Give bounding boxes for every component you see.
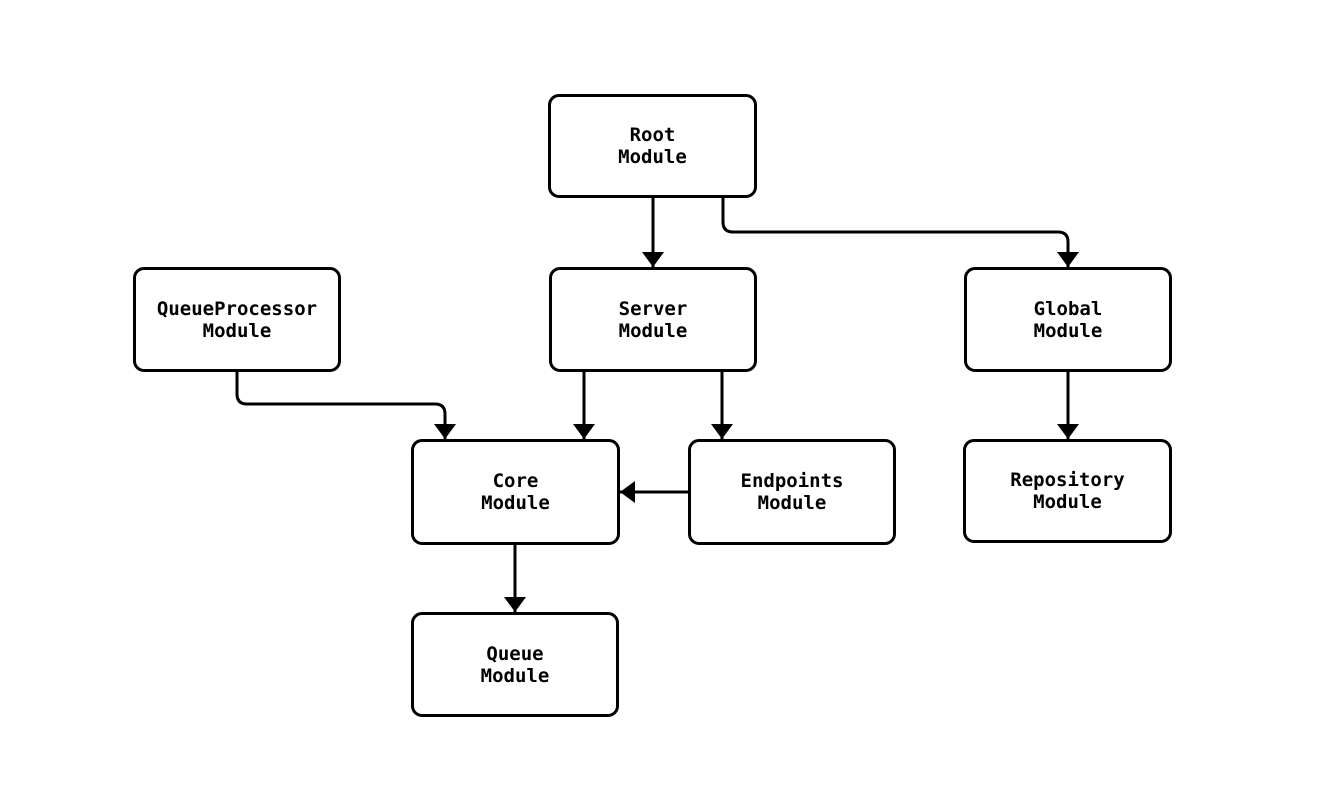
node-server-module-label: Server Module	[618, 297, 688, 342]
node-core-module-label: Core Module	[481, 470, 550, 514]
node-queueprocessor-module-label: QueueProcessor Module	[156, 297, 318, 342]
node-queueprocessor-module: QueueProcessor Module	[133, 267, 341, 372]
node-server-module: Server Module	[549, 267, 757, 372]
edge-queueprocessor-to-core	[235, 372, 456, 439]
node-root-module: Root Module	[548, 94, 757, 198]
node-queue-module-label: Queue Module	[480, 642, 550, 687]
node-repository-module: Repository Module	[963, 439, 1172, 543]
node-global-module: Global Module	[964, 267, 1172, 372]
node-core-module: Core Module	[411, 439, 620, 545]
edge-root-to-global	[721, 198, 1079, 267]
node-queue-module: Queue Module	[411, 612, 619, 717]
node-repository-module-label: Repository Module	[1010, 469, 1125, 513]
node-global-module-label: Global Module	[1033, 297, 1103, 342]
node-endpoints-module-label: Endpoints Module	[740, 470, 844, 514]
node-endpoints-module: Endpoints Module	[688, 439, 896, 545]
node-root-module-label: Root Module	[618, 124, 687, 168]
